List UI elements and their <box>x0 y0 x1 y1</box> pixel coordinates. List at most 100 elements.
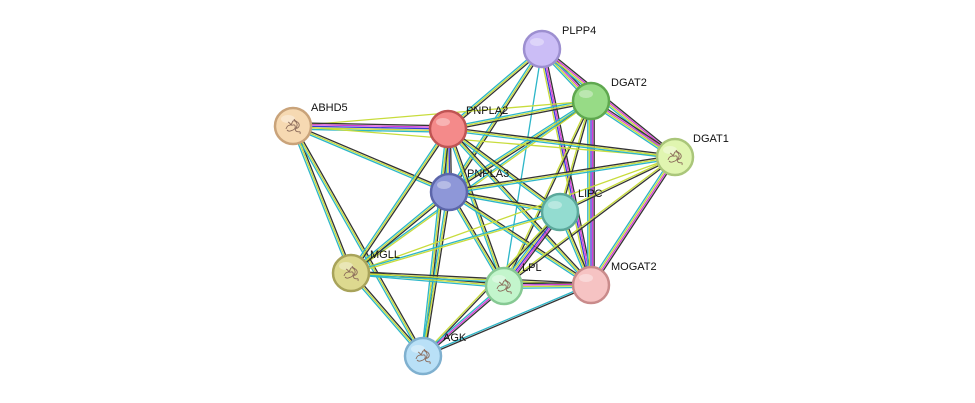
node-pnpla2[interactable]: PNPLA2 <box>428 105 508 149</box>
edge-evidence-cyan <box>420 191 449 356</box>
edge-pnpla3-mgll[interactable] <box>349 190 451 275</box>
node-circle[interactable] <box>428 109 468 149</box>
node-highlight <box>437 181 451 189</box>
edge-evidence-cyan <box>291 126 423 358</box>
edge-abhd5-pnpla2[interactable] <box>292 122 449 133</box>
edge-evidence-black <box>351 192 451 275</box>
edge-evidence-cyan <box>447 98 591 129</box>
node-mgll[interactable]: MGLL <box>331 249 400 293</box>
node-label: PNPLA2 <box>466 105 508 117</box>
edge-plpp4-lpl[interactable] <box>503 48 543 287</box>
edge-evidence-cyan <box>290 126 351 274</box>
edge-evidence-yellow <box>351 101 592 275</box>
edge-dgat1-mgll[interactable] <box>350 156 676 274</box>
edge-dgat2-pnpla3[interactable] <box>447 99 593 194</box>
node-circle[interactable] <box>484 266 524 306</box>
edge-evidence-cyan <box>349 190 449 273</box>
edge-dgat2-pnpla2[interactable] <box>447 98 592 132</box>
edge-pnpla2-lipc[interactable] <box>446 127 562 214</box>
edge-abhd5-agk[interactable] <box>291 124 425 358</box>
node-highlight <box>530 38 544 46</box>
edge-evidence-cyan <box>449 157 676 195</box>
edge-evidence-black <box>592 157 678 287</box>
node-circle[interactable] <box>571 81 611 121</box>
node-circle[interactable] <box>571 265 611 305</box>
edge-pnpla2-dgat1[interactable] <box>447 126 676 160</box>
edge-abhd5-dgat1[interactable] <box>292 125 676 158</box>
node-pnpla3[interactable]: PNPLA3 <box>429 168 509 212</box>
edge-evidence-black <box>449 190 593 285</box>
edge-evidence-yellow <box>539 49 590 286</box>
edge-evidence-black <box>543 48 594 285</box>
node-label: LPL <box>522 262 542 274</box>
edge-lipc-mgll[interactable] <box>350 210 561 275</box>
edge-evidence-black <box>449 101 593 194</box>
protein-structure-icon <box>343 265 359 282</box>
edge-evidence-yellow <box>447 100 592 130</box>
edge-dgat1-lipc[interactable] <box>559 155 676 214</box>
node-circle[interactable] <box>522 29 562 69</box>
node-label: AGK <box>443 332 467 344</box>
edge-evidence-black <box>423 285 592 358</box>
edge-pnpla3-dgat1[interactable] <box>448 154 676 195</box>
edge-plpp4-mogat2[interactable] <box>539 48 594 286</box>
node-mogat2[interactable]: MOGAT2 <box>571 261 657 305</box>
node-label: DGAT2 <box>611 77 647 89</box>
node-circle[interactable] <box>429 172 469 212</box>
edge-dgat2-mogat2[interactable] <box>587 101 595 285</box>
node-highlight <box>548 201 562 209</box>
protein-structure-icon <box>667 149 683 166</box>
node-circle[interactable] <box>403 336 443 376</box>
edge-evidence-cyan <box>447 129 675 160</box>
node-highlight <box>411 345 425 353</box>
edge-pnpla2-mgll[interactable] <box>349 127 450 275</box>
edge-evidence-yellow <box>422 191 450 357</box>
node-dgat2[interactable]: DGAT2 <box>571 77 647 121</box>
node-lpl[interactable]: LPL <box>484 262 542 306</box>
edge-evidence-yellow <box>350 128 449 274</box>
edge-evidence-yellow <box>350 191 450 274</box>
edge-evidence-cyan <box>446 47 542 129</box>
node-abhd5[interactable]: ABHD5 <box>273 102 348 146</box>
protein-structure-icon <box>415 348 431 365</box>
edge-pnpla3-mogat2[interactable] <box>447 190 593 287</box>
edge-evidence-yellow <box>292 125 450 193</box>
node-lipc[interactable]: LIPC <box>540 188 603 232</box>
node-circle[interactable] <box>540 192 580 232</box>
edge-abhd5-pnpla3[interactable] <box>292 123 450 195</box>
edge-evidence-yellow <box>447 48 543 130</box>
edge-evidence-yellow <box>589 156 675 285</box>
node-dgat1[interactable]: DGAT1 <box>655 133 729 177</box>
edge-plpp4-pnpla2[interactable] <box>446 47 544 131</box>
protein-structure-icon <box>285 118 301 135</box>
edge-evidence-yellow <box>350 272 505 287</box>
node-label: MGLL <box>370 249 400 261</box>
node-label: PLPP4 <box>562 25 596 37</box>
edge-evidence-cyan <box>350 210 560 273</box>
edge-evidence-yellow <box>448 156 676 193</box>
node-circle[interactable] <box>655 137 695 177</box>
node-highlight <box>436 118 450 126</box>
edge-evidence-yellow <box>448 48 543 193</box>
node-plpp4[interactable]: PLPP4 <box>522 25 596 69</box>
edges-layer <box>290 46 678 358</box>
edge-evidence-yellow <box>447 128 676 158</box>
edge-pnpla3-agk[interactable] <box>420 191 452 357</box>
edge-evidence-yellow <box>447 128 561 213</box>
node-circle[interactable] <box>273 106 313 146</box>
node-highlight <box>492 275 506 283</box>
edge-evidence-black <box>293 124 425 356</box>
node-circle[interactable] <box>331 253 371 293</box>
node-agk[interactable]: AGK <box>403 332 467 376</box>
edge-dgat1-lpl[interactable] <box>503 155 676 288</box>
edge-evidence-cyan <box>292 126 449 195</box>
edge-mogat2-agk[interactable] <box>422 283 592 358</box>
edge-evidence-yellow <box>447 128 592 286</box>
node-label: MOGAT2 <box>611 261 657 273</box>
edge-dgat1-mogat2[interactable] <box>588 155 678 287</box>
edge-evidence-yellow <box>503 155 675 286</box>
edge-evidence-cyan <box>422 283 591 356</box>
edge-evidence-magenta <box>542 48 593 285</box>
